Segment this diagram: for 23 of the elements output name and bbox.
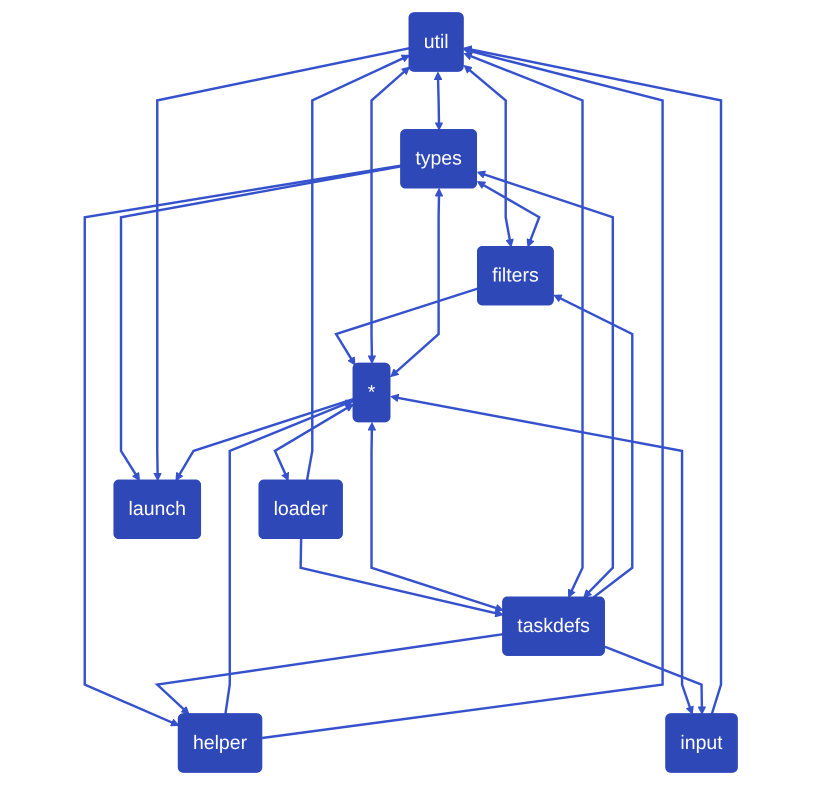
arrow bbox=[476, 181, 541, 248]
arrow bbox=[464, 52, 584, 598]
arrow bbox=[390, 394, 694, 715]
arrow bbox=[299, 539, 504, 618]
arrow bbox=[464, 65, 514, 248]
arrow bbox=[390, 188, 444, 378]
arrow bbox=[368, 422, 504, 612]
arrow bbox=[334, 287, 478, 366]
arrow bbox=[604, 646, 706, 715]
arrow bbox=[553, 294, 634, 598]
arrow bbox=[84, 164, 402, 726]
arrow bbox=[262, 47, 664, 740]
arrow bbox=[154, 632, 504, 715]
arrow bbox=[120, 165, 402, 481]
arrow bbox=[368, 66, 410, 364]
arrow bbox=[434, 72, 444, 130]
arrow bbox=[476, 170, 614, 598]
arrow bbox=[306, 54, 410, 481]
arrow bbox=[463, 45, 722, 715]
arrow bbox=[273, 404, 354, 481]
arrow bbox=[175, 398, 354, 481]
arrow bbox=[153, 46, 410, 481]
arrow bbox=[224, 400, 354, 714]
